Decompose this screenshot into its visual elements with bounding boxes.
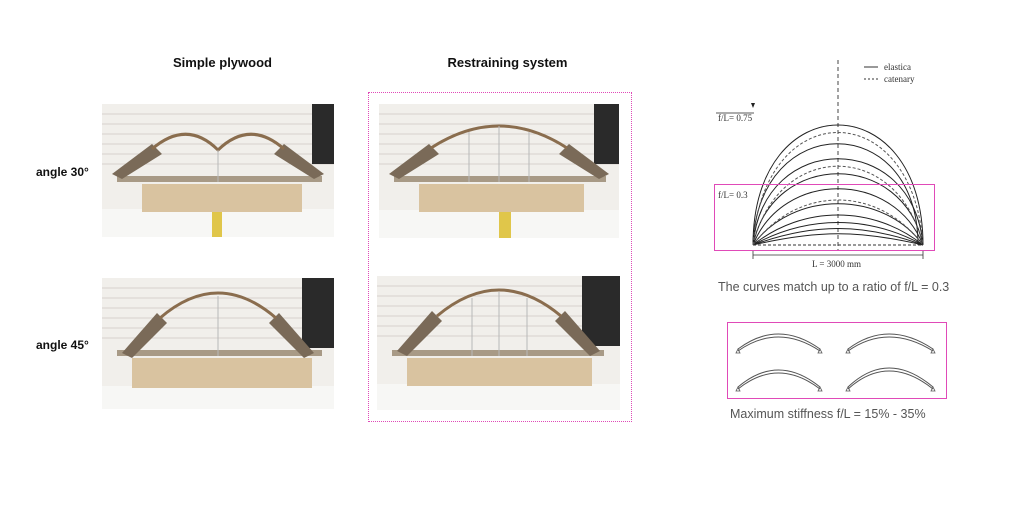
ratio-highlight-box: [714, 184, 935, 251]
photo-restraining-30: [379, 104, 619, 238]
angle-45-label: angle 45°: [36, 338, 89, 352]
angle-30-label: angle 30°: [36, 165, 89, 179]
max-stiffness-caption: Maximum stiffness f/L = 15% - 35%: [730, 407, 926, 421]
photo-simple-plywood-30: [102, 104, 334, 237]
arch-curves-diagram: elastica catenary f/L= 0.75 f/L= 0.3: [708, 55, 948, 275]
photo-restraining-45: [377, 276, 620, 410]
curves-match-caption: The curves match up to a ratio of f/L = …: [718, 280, 950, 294]
restraining-system-title: Restraining system: [447, 55, 568, 70]
catenary-curves: [752, 132, 924, 246]
span-label: L = 3000 mm: [812, 259, 861, 269]
legend-elastica-text: elastica: [884, 62, 911, 72]
photo-simple-plywood-45: [102, 278, 334, 409]
legend-catenary-text: catenary: [884, 74, 915, 84]
restraining-system-frame: [368, 92, 632, 422]
ratio-03-label: f/L= 0.3: [718, 190, 748, 200]
stiffness-arches-box: [727, 322, 947, 399]
simple-plywood-title: Simple plywood: [173, 55, 272, 70]
elastica-curves: [752, 124, 924, 246]
ratio-075-label: f/L= 0.75: [718, 113, 753, 123]
